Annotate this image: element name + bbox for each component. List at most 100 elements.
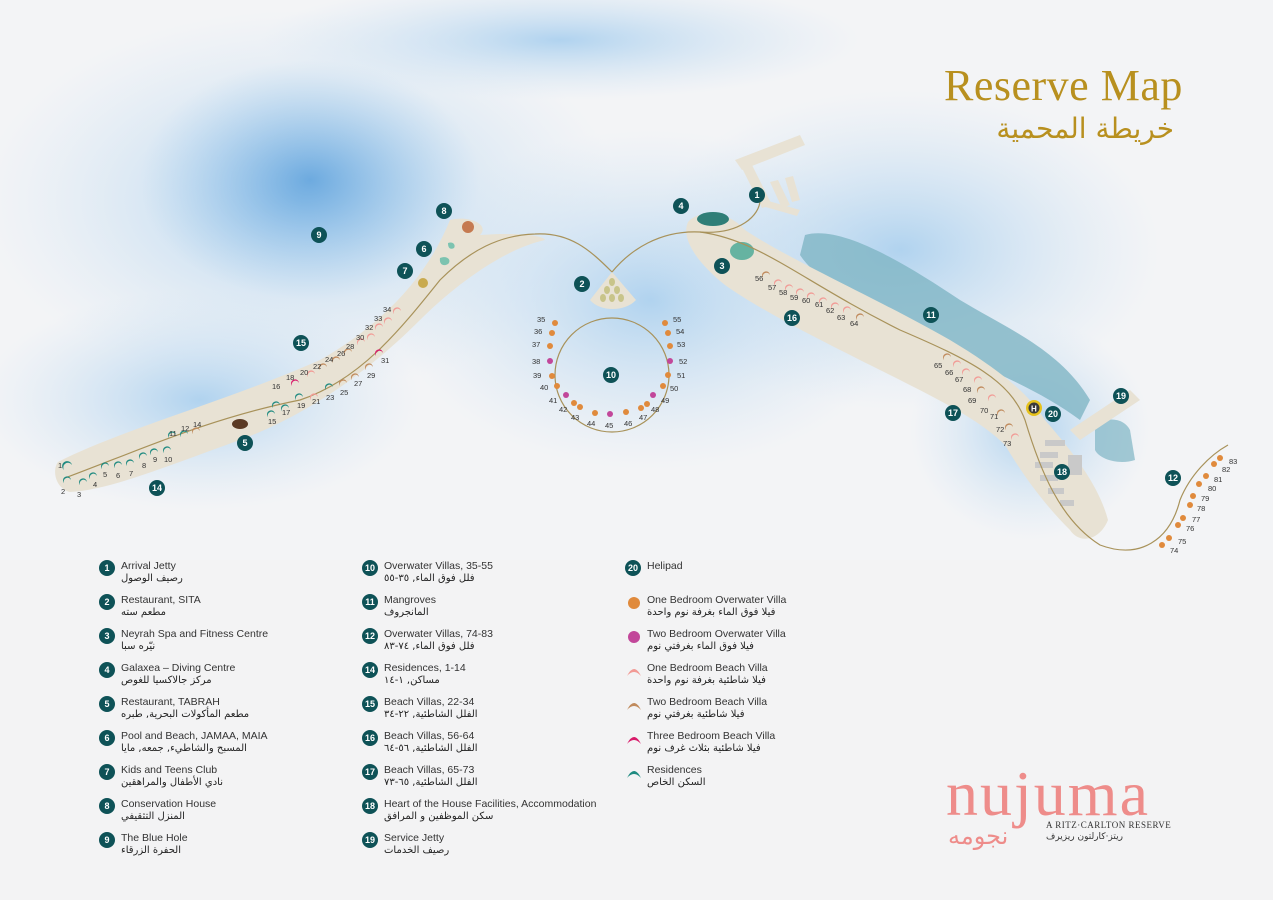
svg-text:57: 57 — [768, 283, 776, 292]
map-marker-18[interactable]: 18 — [1054, 464, 1070, 480]
legend-label: One Bedroom Beach Villa — [647, 662, 768, 674]
svg-text:2: 2 — [579, 279, 584, 289]
legend-label-arabic: مطعم سته — [121, 607, 166, 618]
svg-text:65: 65 — [934, 361, 942, 370]
svg-text:8: 8 — [142, 461, 146, 470]
heart-of-house-buildings — [1035, 440, 1082, 506]
legend-number-badge: 17 — [362, 764, 378, 780]
svg-text:60: 60 — [802, 296, 810, 305]
svg-text:10: 10 — [164, 455, 172, 464]
svg-text:6: 6 — [116, 471, 120, 480]
svg-text:55: 55 — [673, 315, 681, 324]
legend-label: One Bedroom Overwater Villa — [647, 594, 787, 606]
legend-label-arabic: نيّره سبا — [121, 641, 156, 652]
legend-label: The Blue Hole — [121, 832, 188, 844]
svg-text:11: 11 — [926, 310, 936, 320]
svg-text:6: 6 — [421, 244, 426, 254]
legend-label: Overwater Villas, 74-83 — [384, 628, 493, 640]
svg-text:66: 66 — [945, 368, 953, 377]
villa-arc-icon — [627, 703, 641, 710]
page-title-arabic: خريطة المحمية — [996, 112, 1174, 145]
svg-text:17: 17 — [282, 408, 290, 417]
map-marker-19[interactable]: 19 — [1113, 388, 1129, 404]
legend-label: Beach Villas, 65-73 — [384, 764, 475, 776]
map-marker-14[interactable]: 14 — [149, 480, 165, 496]
legend-number-badge: 20 — [625, 560, 641, 576]
svg-text:30: 30 — [356, 333, 364, 342]
map-marker-20[interactable]: 20 — [1045, 406, 1061, 422]
svg-text:36: 36 — [534, 327, 542, 336]
svg-text:53: 53 — [677, 340, 685, 349]
svg-text:69: 69 — [968, 396, 976, 405]
map-marker-10[interactable]: 10 — [603, 367, 619, 383]
svg-text:42: 42 — [559, 405, 567, 414]
map-marker-16[interactable]: 16 — [784, 310, 800, 326]
map-marker-4[interactable]: 4 — [673, 198, 689, 214]
legend-label-arabic: رصيف الخدمات — [384, 845, 450, 856]
map-marker-8[interactable]: 8 — [436, 203, 452, 219]
map-marker-5[interactable]: 5 — [237, 435, 253, 451]
map-marker-12[interactable]: 12 — [1165, 470, 1181, 486]
legend-label-arabic: فيلا شاطئية بغرفة نوم واحدة — [647, 675, 766, 686]
svg-text:50: 50 — [670, 384, 678, 393]
map-marker-9[interactable]: 9 — [311, 227, 327, 243]
legend-label: Conservation House — [121, 798, 217, 810]
legend-label: Heart of the House Facilities, Accommoda… — [384, 798, 597, 810]
svg-text:44: 44 — [587, 419, 595, 428]
map-marker-7[interactable]: 7 — [397, 263, 413, 279]
map-marker-6[interactable]: 6 — [416, 241, 432, 257]
legend-label-arabic: المسبح والشاطيء, جمعه, مايا — [121, 743, 247, 754]
legend-label: Beach Villas, 22-34 — [384, 696, 475, 708]
legend-number-badge: 19 — [362, 832, 378, 848]
svg-text:31: 31 — [381, 356, 389, 365]
svg-text:14: 14 — [152, 483, 162, 493]
svg-text:81: 81 — [1214, 475, 1222, 484]
svg-text:19: 19 — [1116, 391, 1126, 401]
svg-text:68: 68 — [963, 385, 971, 394]
legend-label-arabic: مركز جالاكسيا للغوص — [121, 675, 212, 686]
legend-label: Kids and Teens Club — [121, 764, 218, 776]
map-marker-1[interactable]: 1 — [749, 187, 765, 203]
map-marker-3[interactable]: 3 — [714, 258, 730, 274]
svg-text:43: 43 — [571, 413, 579, 422]
svg-text:46: 46 — [624, 419, 632, 428]
svg-text:10: 10 — [606, 370, 616, 380]
map-marker-17[interactable]: 17 — [945, 405, 961, 421]
legend-number-badge: 2 — [99, 594, 115, 610]
svg-text:52: 52 — [679, 357, 687, 366]
legend-label: Restaurant, SITA — [121, 594, 201, 606]
svg-text:20: 20 — [1048, 409, 1058, 419]
legend-label: Galaxea – Diving Centre — [121, 662, 236, 674]
svg-text:17: 17 — [948, 408, 958, 418]
conservation-house — [462, 221, 474, 233]
svg-text:49: 49 — [661, 396, 669, 405]
svg-text:18: 18 — [286, 373, 294, 382]
svg-text:37: 37 — [532, 340, 540, 349]
helipad-icon: H — [1026, 400, 1042, 416]
map-marker-2[interactable]: 2 — [574, 276, 590, 292]
svg-text:5: 5 — [103, 470, 107, 479]
svg-text:21: 21 — [312, 397, 320, 406]
svg-text:70: 70 — [980, 406, 988, 415]
svg-text:74: 74 — [1170, 546, 1178, 555]
map-marker-11[interactable]: 11 — [923, 307, 939, 323]
legend-label-arabic: فيلا فوق الماء بغرفتي نوم — [647, 641, 754, 652]
legend-label: Restaurant, TABRAH — [121, 696, 220, 708]
svg-text:82: 82 — [1222, 465, 1230, 474]
legend-label: Neyrah Spa and Fitness Centre — [121, 628, 269, 640]
logo-wordmark: nujuma — [946, 758, 1150, 829]
legend-label: Pool and Beach, JAMAA, MAIA — [121, 730, 268, 742]
svg-text:47: 47 — [639, 413, 647, 422]
svg-text:59: 59 — [790, 293, 798, 302]
svg-text:78: 78 — [1197, 504, 1205, 513]
map-marker-15[interactable]: 15 — [293, 335, 309, 351]
legend-label-arabic: المنزل التثقيفي — [121, 811, 185, 822]
svg-text:15: 15 — [296, 338, 306, 348]
svg-text:25: 25 — [340, 388, 348, 397]
svg-text:33: 33 — [374, 314, 382, 323]
svg-text:12: 12 — [1168, 473, 1178, 483]
svg-text:12: 12 — [181, 424, 189, 433]
